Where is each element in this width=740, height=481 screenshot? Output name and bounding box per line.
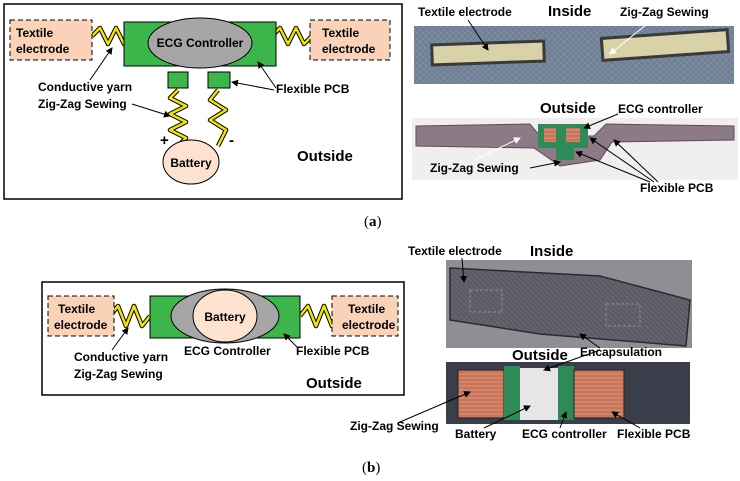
panel-a-photo-inside-electrode-label: Textile electrode (418, 5, 512, 19)
panel-a-battery (162, 139, 220, 185)
panel-a-right-electrode-label-2: electrode (322, 42, 376, 56)
panel-a-photo-inside-sewing-label: Zig-Zag Sewing (620, 5, 709, 19)
panel-b-yarn-label-2: Zig-Zag Sewing (74, 367, 163, 381)
panel-b-outside-pcb-left (457, 369, 505, 419)
panel-a-ecg-controller (147, 17, 253, 69)
panel-b-photo-battery-label: Battery (455, 427, 497, 441)
panel-a-pcb-tab-right (207, 71, 231, 89)
panel-a-photo-outside-sewing-label: Zig-Zag Sewing (430, 161, 519, 175)
panel-a-photo-outside-title: Outside (540, 100, 596, 117)
panel-a-photo-outside-controller-label: ECG controller (618, 102, 703, 116)
panel-b-left-electrode-label-2: electrode (54, 318, 108, 332)
panel-b-yarn-label-1: Conductive yarn (74, 350, 168, 364)
panel-a-diagram: Textile electrode Textile electrode ECG … (3, 3, 403, 200)
panel-a-battery-label: Battery (170, 156, 212, 170)
panel-a-photo-inside-title: Inside (548, 3, 591, 20)
panel-b-photo-sewing-label: Zig-Zag Sewing (350, 419, 439, 433)
panel-b-right-electrode (331, 295, 399, 337)
panel-b-controller-label: ECG Controller (184, 344, 271, 358)
panel-a-controller-label: ECG Controller (157, 36, 244, 50)
panel-b-battery (192, 289, 258, 343)
panel-a-photo-outside-pcb-label: Flexible PCB (640, 181, 714, 195)
panel-a-yarn-label-1: Conductive yarn (38, 80, 132, 94)
panel-a-inside-electrode-left (430, 39, 546, 67)
panel-a-photos: Textile electrode Inside Zig-Zag Sewing … (412, 3, 738, 195)
panel-b-caption: (b) (362, 460, 380, 476)
panel-b-outside-label: Outside (306, 375, 362, 392)
panel-a-left-electrode-label-2: electrode (16, 42, 70, 56)
panel-a-right-electrode (309, 19, 391, 61)
panel-a-yarn-label-2: Zig-Zag Sewing (38, 97, 127, 111)
panel-a-plus: + (160, 132, 169, 149)
panel-b-photo-inside-electrode-label: Textile electrode (408, 244, 502, 258)
panel-b-photo-controller-label: ECG controller (522, 427, 607, 441)
panel-a-pcb-tab-left (167, 71, 189, 89)
panel-a-caption: (a) (364, 214, 382, 230)
panel-a-left-electrode-label-1: Textile (16, 26, 53, 40)
panel-a-inside-electrode-right (599, 28, 731, 62)
panel-b-photo-outside-title: Outside (512, 347, 568, 364)
panel-a-yarn-highlight (91, 26, 313, 147)
panel-a-left-electrode (9, 19, 93, 61)
panel-b-diagram: Textile electrode Textile electrode Batt… (41, 281, 405, 396)
panel-b-outside-pcb-right (573, 369, 625, 419)
panel-b-right-electrode-label-2: electrode (342, 318, 396, 332)
panel-b-outside-battery (520, 368, 558, 420)
panel-b-pcb-label: Flexible PCB (296, 344, 370, 358)
panel-a-outside-label: Outside (297, 148, 353, 165)
panel-b-photo-inside-title: Inside (530, 243, 573, 260)
panel-b-photos: Textile electrode Inside Outside Encapsu… (350, 243, 692, 441)
panel-b-left-electrode (47, 295, 115, 337)
panel-b-left-electrode-label-1: Textile (58, 302, 95, 316)
panel-a-minus: - (229, 132, 234, 149)
panel-a-right-electrode-label-1: Textile (322, 26, 359, 40)
panel-a-pcb-label: Flexible PCB (276, 82, 350, 96)
panel-b-photo-encapsulation-label: Encapsulation (580, 345, 662, 359)
panel-b-right-electrode-label-1: Textile (348, 302, 385, 316)
panel-b-battery-label: Battery (204, 310, 246, 324)
panel-b-photo-pcb-label: Flexible PCB (617, 427, 691, 441)
panel-b-outside-controller (504, 366, 520, 420)
